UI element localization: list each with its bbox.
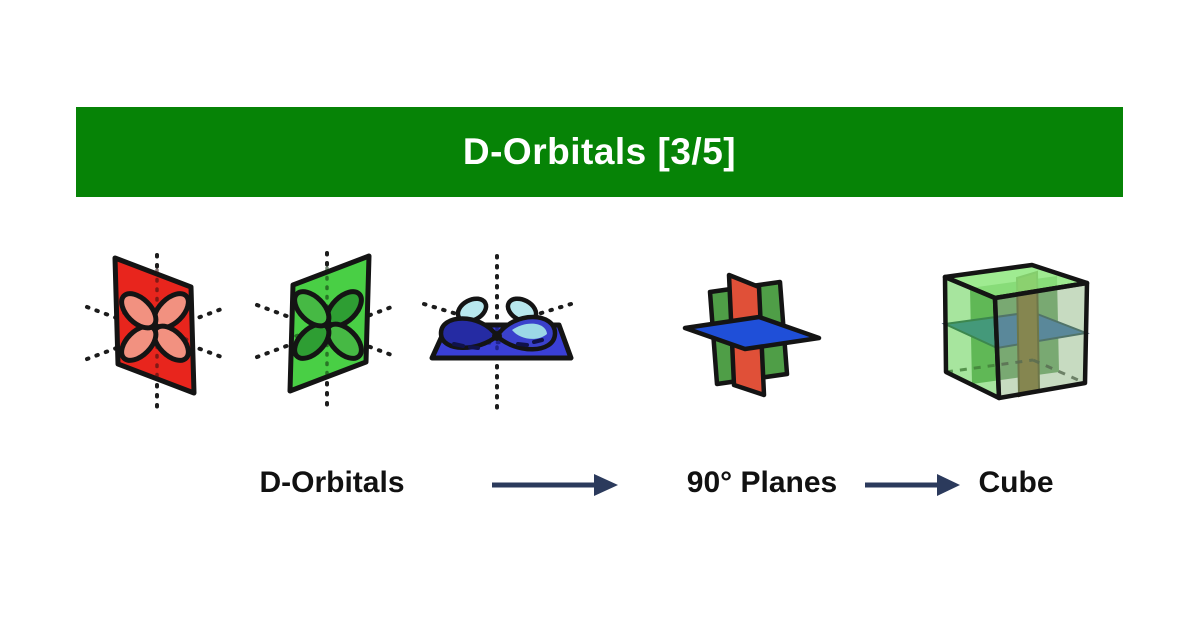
- flow-label-planes: 90° Planes: [686, 466, 838, 499]
- flow-arrow-icon: [492, 474, 618, 496]
- red-orbital-illustration: [85, 253, 229, 412]
- cube-faces: [942, 262, 1090, 401]
- clover-orbital-icon: [119, 291, 191, 363]
- title-banner: D-Orbitals [3/5]: [76, 107, 1123, 197]
- slide-title: D-Orbitals [3/5]: [462, 131, 737, 172]
- blue-plane: [682, 314, 822, 352]
- clover-orbital-icon: [292, 289, 364, 361]
- flow-label-orbitals: D-Orbitals: [259, 466, 405, 499]
- perpendicular-planes-illustration: [682, 272, 822, 398]
- dashed-axes-icon: [85, 253, 229, 412]
- flow-label-cube: Cube: [978, 466, 1054, 499]
- green-orbital-illustration: [255, 251, 399, 410]
- flow-arrow-icon: [865, 474, 960, 496]
- blue-orbital-illustration: [422, 254, 574, 410]
- cube-illustration: [941, 262, 1090, 401]
- dashed-axes-icon: [255, 251, 399, 410]
